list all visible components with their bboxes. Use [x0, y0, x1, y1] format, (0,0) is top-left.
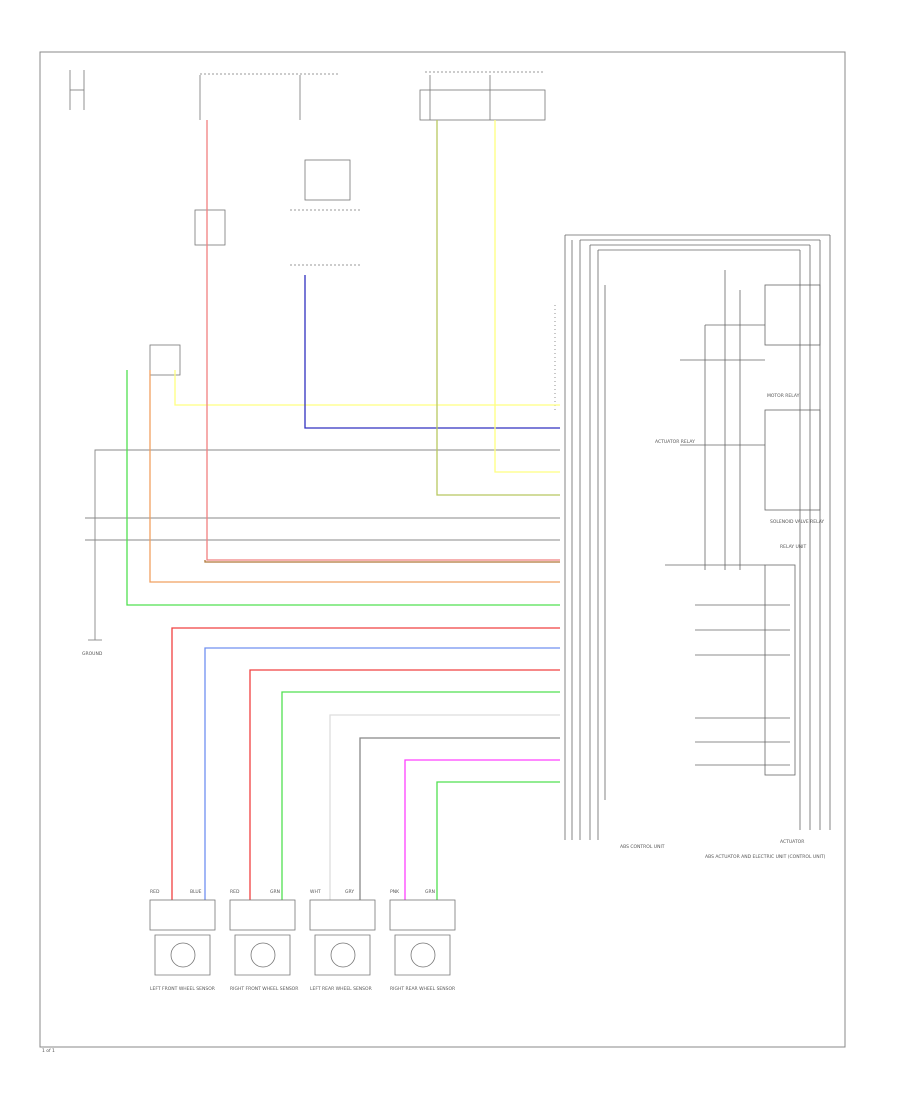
wire-magenta: [404, 759, 560, 900]
actuator-assembly-label: ABS ACTUATOR AND ELECTRIC UNIT (CONTROL …: [705, 854, 826, 860]
wire-pink: [206, 120, 560, 561]
motor-relay-label: MOTOR RELAY: [767, 393, 800, 399]
abs-control-unit-label: ABS CONTROL UNIT: [620, 844, 665, 850]
relay-unit-label: RELAY UNIT: [780, 544, 806, 550]
sensor-wire-b-lf: BLUE: [190, 889, 202, 895]
wire-green-3: [436, 781, 560, 900]
sensor-wire-a-lr: WHT: [310, 889, 321, 895]
solenoid-label: SOLENOID VALVE RELAY: [770, 519, 824, 525]
footer-code: 1 of 1: [42, 1048, 55, 1054]
wire-gray: [359, 737, 560, 900]
sensor-wire-b-rr: GRN: [425, 889, 435, 895]
wire-green-1: [126, 370, 560, 606]
sensor-label-rf: RIGHT FRONT WHEEL SENSOR: [230, 986, 298, 992]
actuator-pin-lines: [695, 604, 790, 766]
sensor-wire-b-lr: GRY: [345, 889, 354, 895]
wheel-sensor-lr: [309, 899, 376, 976]
colored-wires: [126, 120, 560, 900]
wire-white: [329, 714, 560, 900]
sensor-wire-a-lf: RED: [150, 889, 160, 895]
sensor-wire-a-rf: RED: [230, 889, 240, 895]
wire-blue: [304, 275, 560, 429]
wire-green-2: [281, 691, 560, 900]
wire-lblue: [204, 647, 560, 900]
page-frame: [39, 51, 846, 1048]
sensor-wire-a-rr: PNK: [390, 889, 400, 895]
sensor-label-lf: LEFT FRONT WHEEL SENSOR: [150, 986, 215, 992]
wire-brown: [204, 560, 560, 563]
fuse-block-group: [69, 70, 556, 410]
wheel-sensor-lf: [149, 899, 216, 976]
wire-yellow-2: [494, 120, 560, 473]
wire-olive: [436, 120, 560, 496]
wheel-sensors: [149, 899, 456, 976]
sensor-wire-b-rf: GRN: [270, 889, 280, 895]
ground-wires: [85, 449, 560, 641]
wire-red-2: [249, 669, 560, 900]
wire-yellow-1: [174, 370, 560, 406]
actuator-relay-label: ACTUATOR RELAY: [655, 439, 695, 445]
wheel-sensor-rr: [389, 899, 456, 976]
sensor-label-lr: LEFT REAR WHEEL SENSOR: [310, 986, 372, 992]
ground-label: GROUND: [82, 651, 103, 657]
wheel-sensor-rf: [229, 899, 296, 976]
wire-red-1: [171, 627, 560, 900]
sensor-label-rr: RIGHT REAR WHEEL SENSOR: [390, 986, 455, 992]
abs-control-unit-block: [564, 234, 831, 840]
actuator-label: ACTUATOR: [780, 839, 804, 845]
wire-orange: [149, 370, 560, 583]
